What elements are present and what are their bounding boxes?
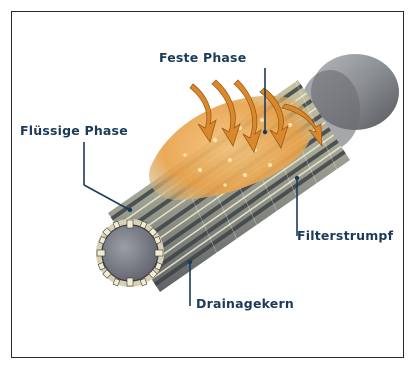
label-drainage-core: Drainagekern <box>196 296 294 311</box>
label-filter-sock: Filterstrumpf <box>297 228 393 243</box>
label-solid-phase: Feste Phase <box>159 50 246 65</box>
leader-liquid-phase-diagonal <box>84 185 130 210</box>
label-liquid-phase: Flüssige Phase <box>20 123 128 138</box>
drainage-core-face <box>96 219 164 287</box>
